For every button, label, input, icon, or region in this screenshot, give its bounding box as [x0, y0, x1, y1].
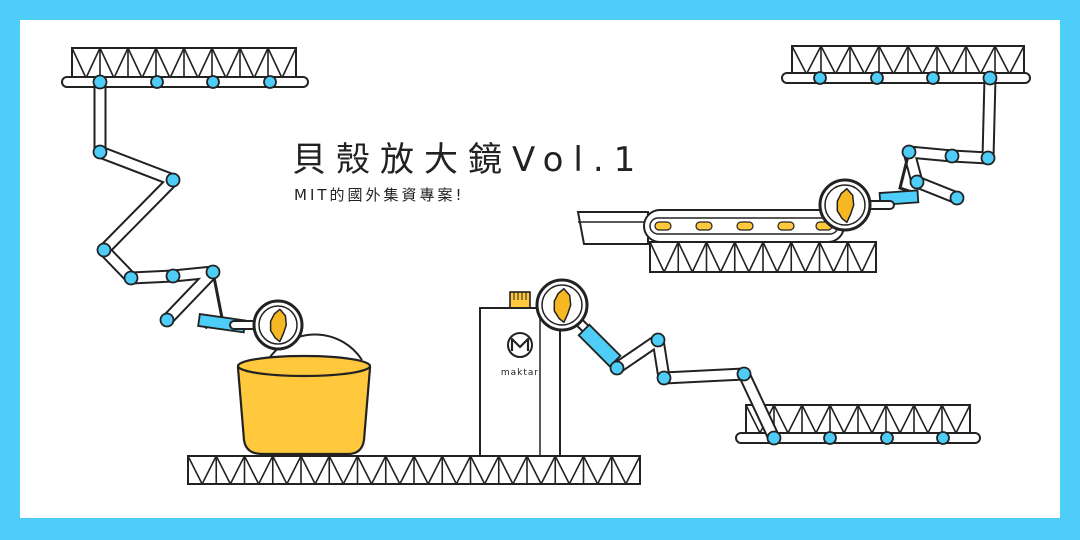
- taiwan-magnifier-icon: [818, 178, 895, 232]
- floor-conveyor: [187, 455, 641, 485]
- joint: [766, 430, 782, 446]
- joint: [813, 71, 827, 85]
- maktar-brand-label: maktar: [501, 368, 539, 378]
- ceiling-truss-left: [71, 47, 297, 79]
- joint: [123, 270, 139, 286]
- bottom-gripper: [577, 323, 622, 368]
- joint: [96, 242, 112, 258]
- banner-subtitle: MIT的國外集資專案!: [294, 186, 465, 204]
- factory-illustration: maktar: [61, 45, 1031, 485]
- joint: [980, 150, 996, 166]
- banner: maktar 貝殼放大鏡Vol.1 MIT的國外集資專案!: [20, 20, 1060, 518]
- joint: [650, 332, 666, 348]
- belt-item: [736, 221, 754, 231]
- joint: [909, 174, 925, 190]
- joint: [823, 431, 837, 445]
- joint: [880, 431, 894, 445]
- belt-item: [777, 221, 795, 231]
- joint: [206, 75, 220, 89]
- shelf-truss: [649, 241, 877, 273]
- joint: [263, 75, 277, 89]
- joint: [165, 172, 181, 188]
- top-conveyor-belt: [576, 209, 845, 245]
- joint: [165, 268, 181, 284]
- joint: [944, 148, 960, 164]
- joint: [150, 75, 164, 89]
- floor-rail-right: [735, 432, 981, 444]
- joint: [936, 431, 950, 445]
- joint: [982, 70, 998, 86]
- ceiling-rail-left: [61, 76, 309, 88]
- maktar-logo-icon: [507, 332, 533, 358]
- joint: [159, 312, 175, 328]
- robot-arm-left: [93, 75, 220, 327]
- banner-title: 貝殼放大鏡Vol.1: [292, 140, 646, 180]
- taiwan-magnifier-icon: [229, 299, 304, 351]
- floor-truss-right: [745, 404, 971, 434]
- taiwan-magnifier-icon: [535, 278, 599, 342]
- joint: [736, 366, 752, 382]
- joint: [926, 71, 940, 85]
- maktar-device: maktar: [479, 291, 561, 457]
- yellow-bucket: [236, 333, 372, 456]
- joint: [901, 144, 917, 160]
- joint: [92, 74, 108, 90]
- joint: [609, 360, 625, 376]
- joint: [92, 144, 108, 160]
- joint: [949, 190, 965, 206]
- belt-item: [695, 221, 713, 231]
- joint: [870, 71, 884, 85]
- joint: [205, 264, 221, 280]
- ceiling-rail-right: [781, 72, 1031, 84]
- ceiling-truss-right: [791, 45, 1025, 75]
- joint: [656, 370, 672, 386]
- belt-item: [654, 221, 672, 231]
